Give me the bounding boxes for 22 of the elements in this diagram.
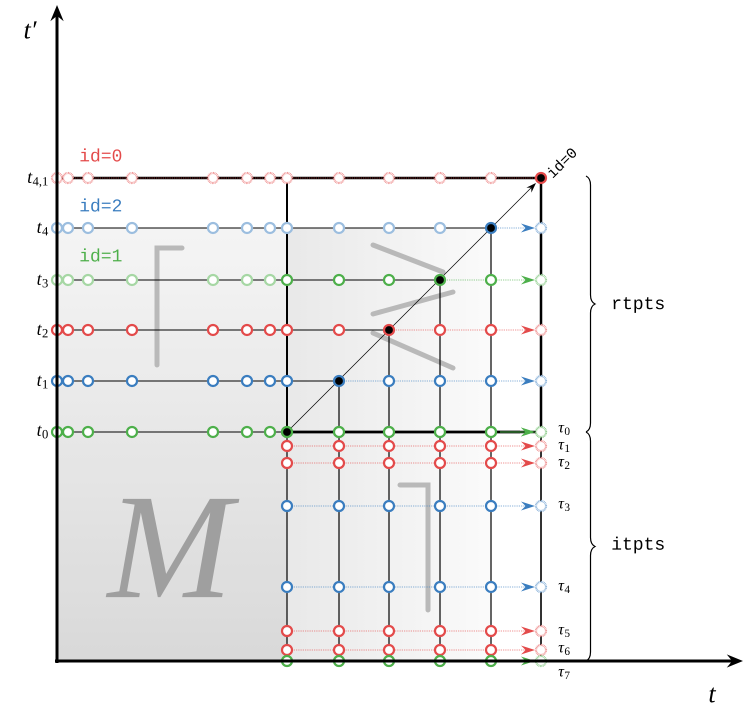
tick-label: τ$_{4}$ [558, 583, 570, 593]
tick-label: τ$_{2}$ [558, 459, 570, 469]
tick-label: τ$_{1}$ [558, 442, 570, 452]
tick-label: t$_{4}$ [37, 222, 48, 236]
brace-label: itpts [612, 536, 664, 554]
tick-label: t$_{3}$ [37, 274, 48, 288]
tick-label: τ$_{0}$ [558, 424, 570, 436]
series-label: id=1 [80, 248, 122, 262]
series-label: id=2 [80, 198, 122, 212]
tick-label: t$_{0}$ [37, 426, 48, 438]
series-label: id=0 [80, 148, 122, 162]
axis-label: t [710, 688, 716, 702]
tick-label: t$_{1}$ [37, 376, 48, 388]
tick-label: t$_{2}$ [37, 324, 48, 338]
tick-label: τ$_{3}$ [558, 500, 570, 512]
tick-label: t$_{4,1}$ [28, 172, 48, 188]
brace-label: rtpts [613, 297, 664, 313]
region-label: M [106, 498, 240, 598]
tick-label: τ$_{6}$ [558, 644, 570, 656]
tick-label: τ$_{7}$ [558, 669, 570, 679]
axis-label: t′ [24, 21, 37, 39]
tick-label: τ$_{5}$ [558, 626, 570, 638]
